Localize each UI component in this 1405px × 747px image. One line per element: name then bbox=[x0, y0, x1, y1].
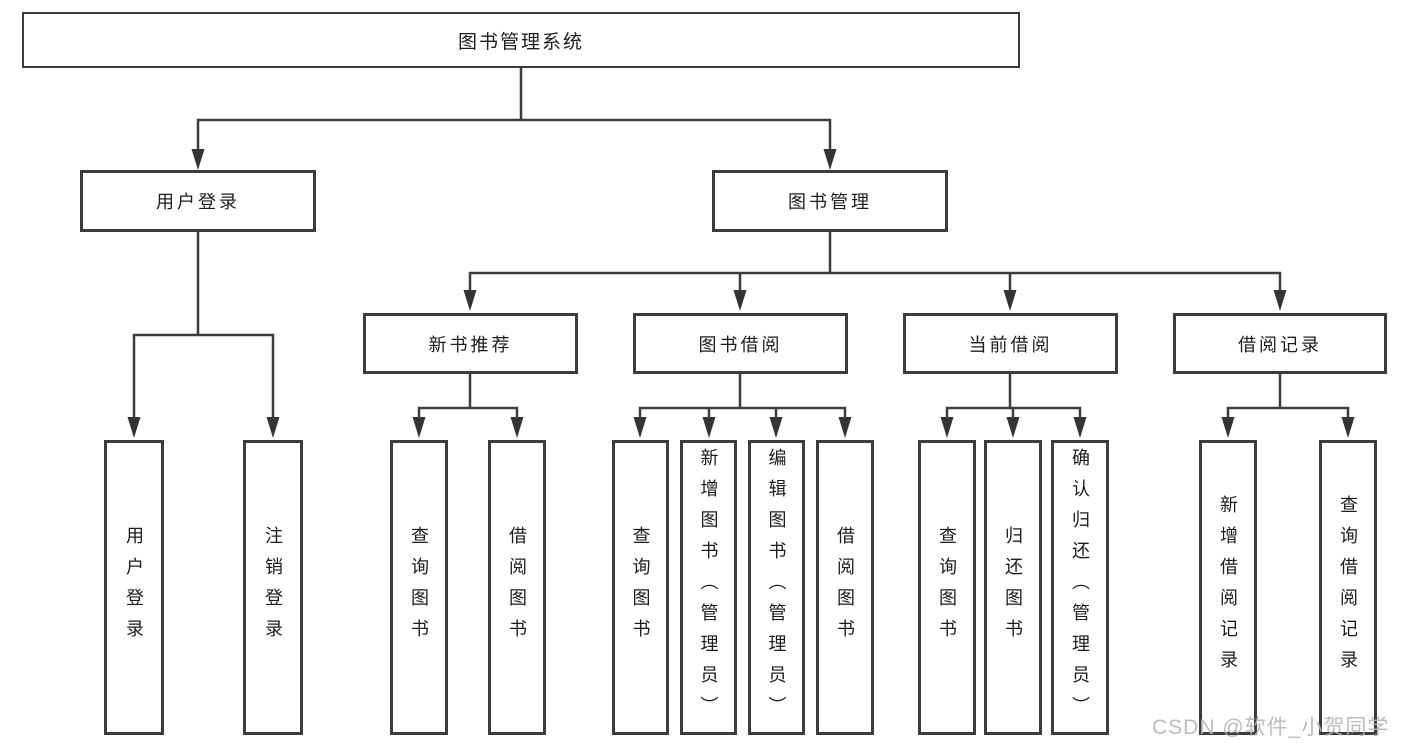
node-borrow-record: 借阅记录 bbox=[1173, 313, 1387, 374]
leaf-borrow-book-recommend-label: 借阅图书 bbox=[507, 525, 527, 650]
node-borrow-record-label: 借阅记录 bbox=[1238, 334, 1322, 355]
leaf-confirm-return-admin-label: 确认归还（管理员） bbox=[1070, 448, 1090, 727]
arrow-down bbox=[412, 417, 426, 438]
leaf-user-login-label: 用户登录 bbox=[124, 525, 144, 650]
leaf-return-book-label: 归还图书 bbox=[1003, 525, 1023, 650]
arrow-down bbox=[769, 417, 783, 438]
leaf-edit-book-admin: 编辑图书（管理员） bbox=[748, 440, 805, 735]
leaf-add-borrow-record-label: 新增借阅记录 bbox=[1218, 494, 1238, 681]
csdn-watermark: CSDN @软件_小贺同学 bbox=[1152, 716, 1390, 739]
node-current-borrow: 当前借阅 bbox=[903, 313, 1118, 374]
leaf-query-book-current: 查询图书 bbox=[918, 440, 976, 735]
leaf-return-book: 归还图书 bbox=[984, 440, 1042, 735]
arrow-down bbox=[191, 149, 205, 170]
node-user-login-label: 用户登录 bbox=[156, 192, 240, 212]
node-new-book-recommend: 新书推荐 bbox=[363, 313, 578, 374]
leaf-add-book-admin: 新增图书（管理员） bbox=[680, 440, 737, 735]
arrow-down bbox=[838, 417, 852, 438]
node-root: 图书管理系统 bbox=[22, 12, 1020, 68]
node-root-label: 图书管理系统 bbox=[457, 31, 584, 53]
arrow-down bbox=[1273, 290, 1287, 311]
leaf-query-borrow-record-label: 查询借阅记录 bbox=[1338, 494, 1358, 681]
arrow-down bbox=[1006, 417, 1020, 438]
arrow-down bbox=[463, 290, 477, 311]
arrow-down bbox=[1073, 417, 1087, 438]
leaf-user-login: 用户登录 bbox=[104, 440, 164, 735]
arrow-down bbox=[823, 149, 837, 170]
leaf-logout-label: 注销登录 bbox=[263, 525, 283, 650]
node-new-book-recommend-label: 新书推荐 bbox=[428, 334, 513, 355]
leaf-query-book-borrow: 查询图书 bbox=[612, 440, 669, 735]
arrow-down bbox=[702, 417, 716, 438]
leaf-query-borrow-record: 查询借阅记录 bbox=[1319, 440, 1377, 735]
leaf-query-book-current-label: 查询图书 bbox=[937, 525, 957, 650]
leaf-borrow-book: 借阅图书 bbox=[816, 440, 874, 735]
leaf-query-book-borrow-label: 查询图书 bbox=[630, 525, 651, 650]
leaf-logout: 注销登录 bbox=[243, 440, 303, 735]
arrow-down bbox=[510, 417, 524, 438]
leaf-borrow-book-label: 借阅图书 bbox=[835, 525, 855, 650]
node-current-borrow-label: 当前借阅 bbox=[968, 334, 1053, 355]
arrow-down bbox=[1003, 290, 1017, 311]
arrow-down bbox=[940, 417, 954, 438]
leaf-add-book-admin-label: 新增图书（管理员） bbox=[698, 448, 719, 727]
node-book-management: 图书管理 bbox=[712, 170, 948, 232]
arrow-down bbox=[266, 417, 280, 438]
arrow-down bbox=[1221, 417, 1235, 438]
arrow-down bbox=[1341, 417, 1355, 438]
leaf-confirm-return-admin: 确认归还（管理员） bbox=[1051, 440, 1109, 735]
leaf-query-book-recommend: 查询图书 bbox=[390, 440, 448, 735]
leaf-query-book-recommend-label: 查询图书 bbox=[409, 525, 429, 650]
node-book-borrow-label: 图书借阅 bbox=[698, 334, 783, 355]
node-book-management-label: 图书管理 bbox=[788, 192, 872, 212]
leaf-edit-book-admin-label: 编辑图书（管理员） bbox=[766, 448, 787, 727]
node-book-borrow: 图书借阅 bbox=[633, 313, 848, 374]
leaf-add-borrow-record: 新增借阅记录 bbox=[1199, 440, 1257, 735]
arrow-down bbox=[127, 417, 141, 438]
leaf-borrow-book-recommend: 借阅图书 bbox=[488, 440, 546, 735]
node-user-login: 用户登录 bbox=[80, 170, 316, 232]
arrow-down bbox=[633, 417, 647, 438]
arrow-down bbox=[733, 290, 747, 311]
